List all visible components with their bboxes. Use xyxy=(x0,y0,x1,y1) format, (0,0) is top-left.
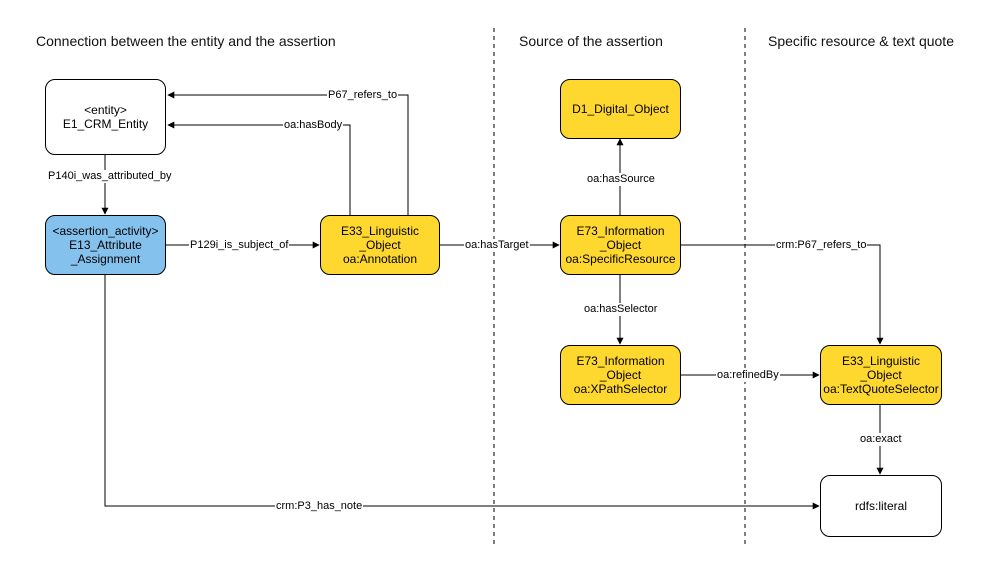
node-text-line: E1_CRM_Entity xyxy=(62,117,149,131)
heading-source: Source of the assertion xyxy=(519,33,663,49)
label-has-body: oa:hasBody xyxy=(283,119,344,132)
node-text-line: oa:XPathSelector xyxy=(573,382,668,396)
node-rdfs-literal[interactable]: rdfs:literal xyxy=(820,475,942,537)
node-text-line: E13_Attribute xyxy=(69,238,142,252)
node-text-line: _Object xyxy=(359,238,401,252)
node-text-line: rdfs:literal xyxy=(854,499,907,513)
node-text-line: E33_Linguistic xyxy=(841,354,921,368)
label-p129i: P129i_is_subject_of xyxy=(189,239,290,252)
node-assertion-activity[interactable]: <assertion_activity>E13_Attribute_Assign… xyxy=(45,215,166,275)
node-text-line: oa:Annotation xyxy=(342,252,418,266)
node-digital-object[interactable]: D1_Digital_Object xyxy=(560,79,681,139)
node-text-line: _Assignment xyxy=(70,252,141,266)
edge-p67-refers-to xyxy=(167,91,409,215)
label-has-selector: oa:hasSelector xyxy=(583,303,659,316)
node-text-line: D1_Digital_Object xyxy=(572,102,669,116)
label-p3-has-note: crm:P3_has_note xyxy=(275,500,364,513)
node-text-line: E33_Linguistic xyxy=(340,224,420,238)
heading-specific: Specific resource & text quote xyxy=(768,33,954,49)
edge-has-body xyxy=(167,121,351,215)
node-text-line: _Object xyxy=(599,238,642,252)
edge-p3-has-note xyxy=(104,275,820,510)
label-exact: oa:exact xyxy=(859,433,903,446)
label-refined-by: oa:refinedBy xyxy=(716,369,780,382)
label-crm-p67: crm:P67_refers_to xyxy=(775,239,868,252)
node-entity[interactable]: <entity>E1_CRM_Entity xyxy=(45,79,166,155)
label-p67-refers-to: P67_refers_to xyxy=(327,89,399,102)
node-text-line: oa:SpecificResource xyxy=(565,252,676,266)
heading-connection: Connection between the entity and the as… xyxy=(36,33,336,49)
node-text-line: <assertion_activity> xyxy=(52,224,159,238)
label-has-source: oa:hasSource xyxy=(586,173,656,186)
node-text-line: _Object xyxy=(860,368,902,382)
node-text-line: E73_Information xyxy=(576,224,665,238)
node-text-line: oa:TextQuoteSelector xyxy=(823,382,939,396)
edge-crm-p67 xyxy=(681,244,884,345)
label-p140i: P140i_was_attributed_by xyxy=(47,170,173,183)
label-has-target: oa:hasTarget xyxy=(464,239,530,252)
node-text-line: <entity> xyxy=(84,103,127,117)
node-text-line: E73_Information xyxy=(576,354,665,368)
node-text-line: _Object xyxy=(599,368,642,382)
